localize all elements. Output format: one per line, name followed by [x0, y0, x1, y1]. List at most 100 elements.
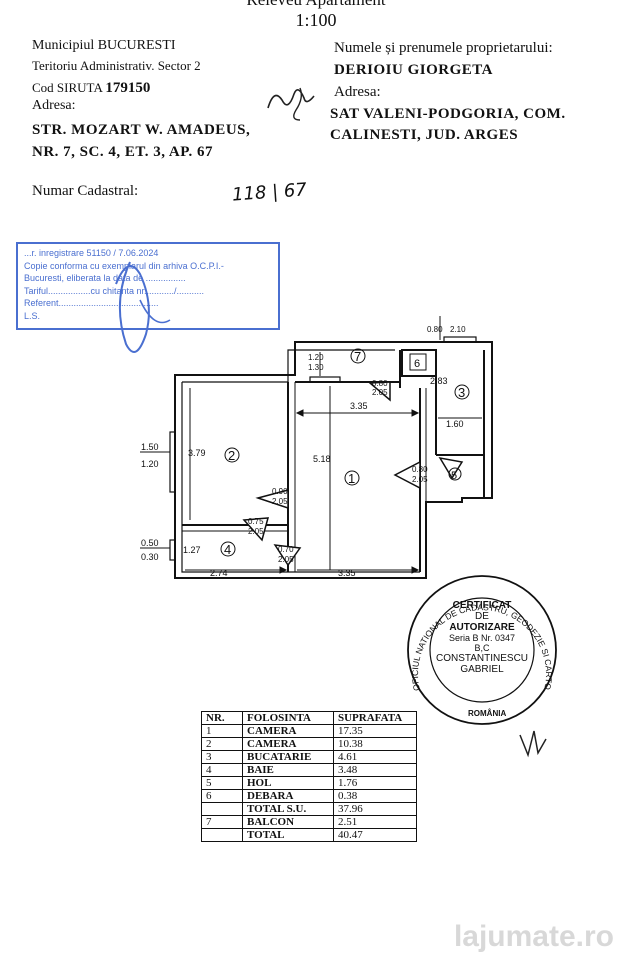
- table-header-row: NR. FOLOSINTA SUPRAFATA: [201, 711, 417, 725]
- owner-label: Numele și prenumele proprietarului:: [334, 40, 553, 56]
- siruta-value: 179150: [105, 80, 151, 96]
- table-cell: BUCATARIE: [242, 750, 334, 764]
- siruta-label: Cod SIRUTA: [32, 80, 103, 95]
- table-cell: CAMERA: [242, 724, 334, 738]
- address-label-left: Adresa:: [32, 98, 76, 113]
- table-row: 5 HOL 1.76: [201, 776, 417, 790]
- siruta-code: Cod SIRUTA 179150: [32, 80, 150, 97]
- table-cell: TOTAL: [242, 828, 334, 842]
- room-number-5: 5: [451, 470, 457, 482]
- dim-127: 1.27: [183, 545, 201, 555]
- dim-283: 2.83: [430, 376, 448, 386]
- dim-door-205b: 2.05: [272, 497, 288, 506]
- address-line2-right: CALINESTI, JUD. ARGES: [330, 127, 519, 143]
- seal-line2: DE: [475, 611, 489, 622]
- table-cell: 1: [201, 724, 243, 738]
- address-line1-right: SAT VALENI-PODGORIA, COM.: [330, 106, 566, 122]
- table-row: TOTAL 40.47: [201, 828, 417, 842]
- stamp-line3: Bucuresti, eliberata la data de ........…: [24, 273, 186, 283]
- table-header: NR.: [201, 711, 243, 725]
- table-cell: 0.38: [333, 789, 417, 803]
- table-cell: 40.47: [333, 828, 417, 842]
- table-cell: DEBARA: [242, 789, 334, 803]
- table-row: TOTAL S.U. 37.96: [201, 802, 417, 816]
- table-cell: 6: [201, 789, 243, 803]
- table-cell: 3.48: [333, 763, 417, 777]
- dim-274: 2.74: [210, 568, 228, 578]
- dim-518: 5.18: [313, 454, 331, 464]
- table-cell: 3: [201, 750, 243, 764]
- stamp-line4: Tariful.................cu chitanta nr..…: [24, 285, 205, 296]
- seal-center-text: CERTIFICAT DE AUTORIZARE Seria B Nr. 034…: [432, 600, 532, 675]
- address-line1-left: STR. MOZART W. AMADEUS,: [32, 122, 251, 138]
- seal-line3: AUTORIZARE: [449, 622, 515, 633]
- dim-window-050: 0.50: [141, 538, 159, 548]
- dim-335-top: 3.35: [350, 401, 368, 411]
- surface-table: NR. FOLOSINTA SUPRAFATA 1 CAMERA 17.35 2…: [201, 711, 417, 842]
- scale-label: 1:100: [295, 10, 337, 30]
- dim-door-205d: 2.05: [248, 527, 264, 536]
- table-cell: 2.51: [333, 815, 417, 829]
- document-title: Releveu Apartament: [0, 0, 632, 10]
- table-cell: TOTAL S.U.: [242, 802, 334, 816]
- table-cell: [201, 828, 243, 842]
- table-row: 2 CAMERA 10.38: [201, 737, 417, 751]
- registration-stamp: ...r. inregistrare 51150 / 7.06.2024 Cop…: [16, 242, 280, 330]
- dim-balcony-130: 1.30: [308, 363, 324, 372]
- dim-door-205: 2.05: [372, 388, 388, 397]
- table-row: 1 CAMERA 17.35: [201, 724, 417, 738]
- dim-door-080: 0.80: [372, 379, 388, 388]
- dim-top-210: 2.10: [450, 325, 466, 334]
- dim-window-030: 0.30: [141, 552, 159, 562]
- room-number-4: 4: [224, 542, 231, 557]
- table-cell: 17.35: [333, 724, 417, 738]
- seal-line5: B,C: [474, 643, 490, 653]
- dim-window-150: 1.50: [141, 442, 159, 452]
- room-number-3: 3: [458, 385, 465, 400]
- dim-379: 3.79: [188, 448, 206, 458]
- dim-335-bottom: 3.35: [338, 568, 356, 578]
- seal-line7: GABRIEL: [460, 664, 504, 675]
- table-cell: 37.96: [333, 802, 417, 816]
- dim-door-080b: 0.80: [412, 465, 428, 474]
- room-number-1: 1: [348, 471, 355, 486]
- watermark-logo: lajumate.ro: [453, 920, 614, 953]
- room-number-2: 2: [228, 448, 235, 463]
- table-row: 7 BALCON 2.51: [201, 815, 417, 829]
- dim-door-075: 0.75: [248, 517, 264, 526]
- table-cell: CAMERA: [242, 737, 334, 751]
- territory: Teritoriu Administrativ. Sector 2: [32, 58, 201, 73]
- table-cell: 4.61: [333, 750, 417, 764]
- owner-name: DERIOIU GIORGETA: [334, 62, 493, 78]
- stamp-line5: Referent................................…: [24, 298, 159, 308]
- seal-line1: CERTIFICAT: [452, 600, 512, 611]
- outer-wall: [174, 341, 493, 579]
- room-number-6: 6: [414, 358, 420, 370]
- municipality: Municipiul BUCURESTI: [32, 38, 176, 53]
- dim-top-080: 0.80: [427, 325, 443, 334]
- cadastral-label: Numar Cadastral:: [32, 183, 139, 199]
- address-line2-left: NR. 7, SC. 4, ET. 3, AP. 67: [32, 144, 214, 160]
- table-cell: 4: [201, 763, 243, 777]
- table-row: 4 BAIE 3.48: [201, 763, 417, 777]
- seal-line4: Seria B Nr. 0347: [448, 633, 516, 643]
- table-cell: 1.76: [333, 776, 417, 790]
- room-number-7: 7: [354, 349, 361, 364]
- table-cell: 5: [201, 776, 243, 790]
- table-cell: BALCON: [242, 815, 334, 829]
- seal-line6: CONSTANTINESCU: [435, 653, 529, 664]
- table-cell: [201, 802, 243, 816]
- address-label-right: Adresa:: [334, 84, 381, 100]
- stamp-line6: L.S.: [24, 310, 41, 321]
- dim-window-120: 1.20: [141, 459, 159, 469]
- dim-door-090: 0.90: [272, 487, 288, 496]
- stamp-line2: Copie conforma cu exemplarul din arhiva …: [24, 260, 224, 271]
- dim-door-205e: 2.05: [412, 475, 428, 484]
- stamp-line1: ...r. inregistrare 51150 / 7.06.2024: [24, 248, 159, 258]
- table-cell: HOL: [242, 776, 334, 790]
- table-cell: 2: [201, 737, 243, 751]
- dim-160: 1.60: [446, 419, 464, 429]
- table-header: SUPRAFATA: [333, 711, 417, 725]
- dim-door-205c: 2.05: [278, 555, 294, 564]
